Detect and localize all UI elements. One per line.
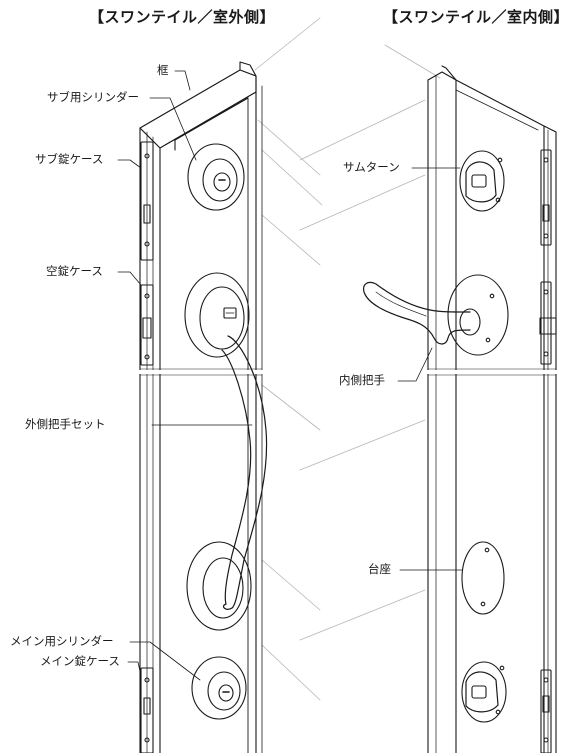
- exterior-title: 【スワンテイル／室外側】: [89, 8, 276, 26]
- dummy-lock-case-label: 空錠ケース: [46, 264, 103, 278]
- sub-lock-case-label: サブ錠ケース: [35, 152, 104, 166]
- leader-lines: [117, 70, 463, 681]
- interior-edge-plates: [539, 149, 557, 753]
- frame-label: 框: [157, 63, 169, 77]
- sub-lock-case-plate: [140, 141, 154, 261]
- sub-cylinder-label: サブ用シリンダー: [47, 90, 139, 104]
- main-lock-case-label: メイン錠ケース: [40, 654, 120, 668]
- main-cylinder-drawing: [191, 656, 247, 720]
- main-lock-case-plate: [140, 667, 154, 753]
- base-plate-label: 台座: [368, 562, 391, 576]
- interior-door-frame: [426, 65, 558, 753]
- interior-title: 【スワンテイル／室内側】: [383, 8, 570, 26]
- lower-thumb-turn-drawing: [461, 661, 507, 723]
- sub-cylinder-drawing: [187, 143, 245, 211]
- exterior-handle-upper-rosette: [184, 272, 250, 358]
- base-plate-drawing: [461, 541, 505, 615]
- main-cylinder-label: メイン用シリンダー: [10, 634, 114, 648]
- upper-thumb-turn-drawing: [459, 150, 505, 212]
- exterior-door-frame: [138, 61, 264, 753]
- interior-handle-label: 内側把手: [339, 373, 385, 387]
- exterior-handle-grip: [221, 335, 268, 610]
- dummy-lock-case-plate: [140, 284, 154, 366]
- thumb-turn-label: サムターン: [343, 160, 400, 174]
- exterior-handle-lower-rosette: [186, 541, 252, 631]
- interior-handle-drawing: [363, 274, 509, 356]
- exterior-handle-set-label: 外側把手セット: [25, 417, 106, 431]
- background-guide-lines: [254, 17, 441, 701]
